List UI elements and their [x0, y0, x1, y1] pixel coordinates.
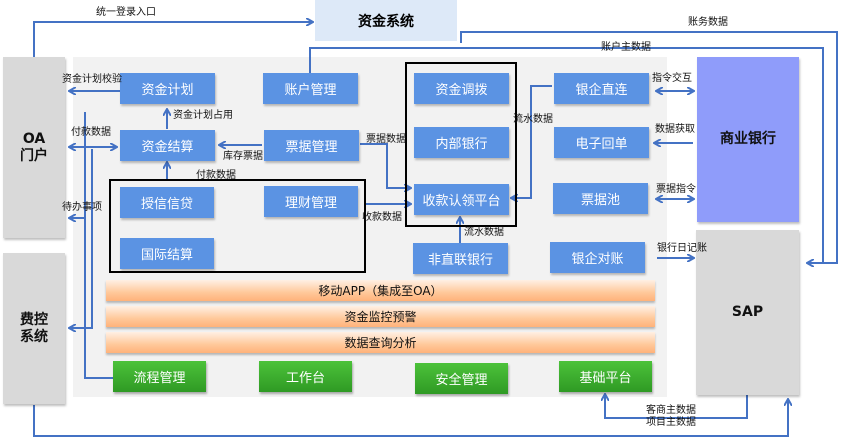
- fee-label-2: 系统: [20, 328, 48, 345]
- module-label: 授信信贷: [140, 197, 193, 212]
- module-account-mgmt[interactable]: 账户管理: [263, 73, 358, 104]
- accounting-data-line: [460, 31, 838, 263]
- module-label: 内部银行: [435, 137, 488, 152]
- module-e-receipt[interactable]: 电子回单: [554, 127, 649, 158]
- module-label: 资金计划: [141, 83, 194, 98]
- label-bank-journal: 银行日记账: [657, 243, 707, 254]
- finance-group-frame: [109, 179, 366, 273]
- label-vendor-master: 客商主数据: [646, 405, 696, 416]
- module-label: 银企对账: [571, 252, 624, 267]
- module-label: 资金结算: [141, 140, 194, 155]
- label-accounting-data: 账务数据: [688, 17, 728, 28]
- label-cmd-exchange: 指令交互: [652, 73, 692, 84]
- label-account-master: 账户主数据: [601, 42, 651, 53]
- bar-fund-monitor[interactable]: 资金监控预警: [106, 306, 655, 327]
- platform-security[interactable]: 安全管理: [415, 363, 508, 394]
- module-bill-mgmt[interactable]: 票据管理: [264, 130, 359, 161]
- platform-flow-mgmt[interactable]: 流程管理: [113, 361, 206, 392]
- module-label: 账户管理: [284, 83, 337, 98]
- label-todo: 待办事项: [62, 202, 102, 213]
- master-data-arrow: [605, 395, 748, 419]
- todo-arrow: [84, 112, 113, 379]
- label-plan-occupy: 资金计划占用: [173, 110, 233, 121]
- module-label: 票据管理: [285, 140, 338, 155]
- platform-label: 安全管理: [435, 373, 488, 388]
- module-fund-settlement[interactable]: 资金结算: [120, 130, 215, 161]
- label-flow-data-2: 流水数据: [464, 227, 504, 238]
- module-label: 收款认领平台: [422, 194, 501, 209]
- module-receipt-platform[interactable]: 收款认领平台: [414, 184, 509, 215]
- bar-label: 资金监控预警: [344, 310, 417, 324]
- bank-label: 商业银行: [720, 131, 776, 147]
- bar-label: 移动APP（集成至OA）: [318, 284, 443, 298]
- bar-data-query[interactable]: 数据查询分析: [106, 332, 655, 353]
- module-bank-direct[interactable]: 银企直连: [554, 73, 649, 104]
- bill-data-arrow: [360, 143, 410, 188]
- label-flow-data-1: 流水数据: [513, 114, 553, 125]
- bar-mobile-app[interactable]: 移动APP（集成至OA）: [106, 280, 655, 301]
- commercial-bank: 商业银行: [697, 57, 799, 222]
- module-label: 资金调拨: [435, 83, 488, 98]
- module-label: 电子回单: [575, 137, 628, 152]
- platform-workbench[interactable]: 工作台: [259, 361, 352, 392]
- label-bill-data: 票据数据: [366, 134, 406, 145]
- module-bill-pool[interactable]: 票据池: [553, 183, 648, 214]
- fee-control-system: 费控 系统: [3, 253, 65, 404]
- label-stock-bill: 库存票据: [223, 151, 263, 162]
- page-title: 资金系统: [358, 13, 414, 30]
- module-label: 理财管理: [284, 196, 337, 211]
- sso-arrow: [33, 22, 312, 57]
- module-intl-settlement[interactable]: 国际结算: [120, 238, 214, 269]
- platform-label: 基础平台: [579, 371, 632, 386]
- module-non-direct-bank[interactable]: 非直联银行: [413, 243, 508, 274]
- label-data-fetch: 数据获取: [655, 124, 695, 135]
- bar-label: 数据查询分析: [344, 336, 417, 350]
- module-fund-transfer[interactable]: 资金调拨: [414, 73, 509, 104]
- core-group-frame: [405, 62, 517, 227]
- module-fund-plan[interactable]: 资金计划: [120, 73, 215, 104]
- label-receipt-data: 收款数据: [362, 212, 402, 223]
- oa-portal-label-1: OA: [22, 130, 46, 147]
- label-project-master: 项目主数据: [646, 417, 696, 428]
- flow-data-arrow: [512, 85, 552, 198]
- label-sso: 统一登录入口: [96, 7, 156, 18]
- module-credit-loan[interactable]: 授信信贷: [120, 187, 214, 218]
- oa-portal-label-2: 门户: [20, 147, 48, 164]
- label-bill-cmd: 票据指令: [656, 184, 696, 195]
- platform-label: 流程管理: [133, 371, 186, 386]
- module-label: 非直联银行: [427, 253, 493, 268]
- module-label: 票据池: [580, 193, 620, 208]
- module-wealth-mgmt[interactable]: 理财管理: [264, 186, 358, 217]
- module-label: 国际结算: [140, 248, 193, 263]
- fee-label-1: 费控: [20, 311, 48, 328]
- module-label: 银企直连: [575, 83, 628, 98]
- label-plan-check: 资金计划校验: [62, 74, 122, 85]
- oa-portal: OA 门户: [3, 57, 65, 238]
- platform-base[interactable]: 基础平台: [559, 361, 652, 392]
- sap-label: SAP: [731, 304, 764, 320]
- sap-system: SAP: [696, 230, 799, 395]
- module-internal-bank[interactable]: 内部银行: [414, 127, 509, 158]
- flow-mgmt-to-fee: [70, 149, 93, 328]
- platform-label: 工作台: [285, 371, 325, 386]
- module-reconciliation[interactable]: 银企对账: [550, 242, 645, 273]
- fund-system-header: 资金系统: [315, 0, 457, 41]
- fee-to-sap-arrow: [33, 400, 788, 437]
- label-pay-data-oa: 付款数据: [71, 127, 111, 138]
- account-master-line: [309, 47, 824, 263]
- label-pay-data: 付款数据: [196, 170, 236, 181]
